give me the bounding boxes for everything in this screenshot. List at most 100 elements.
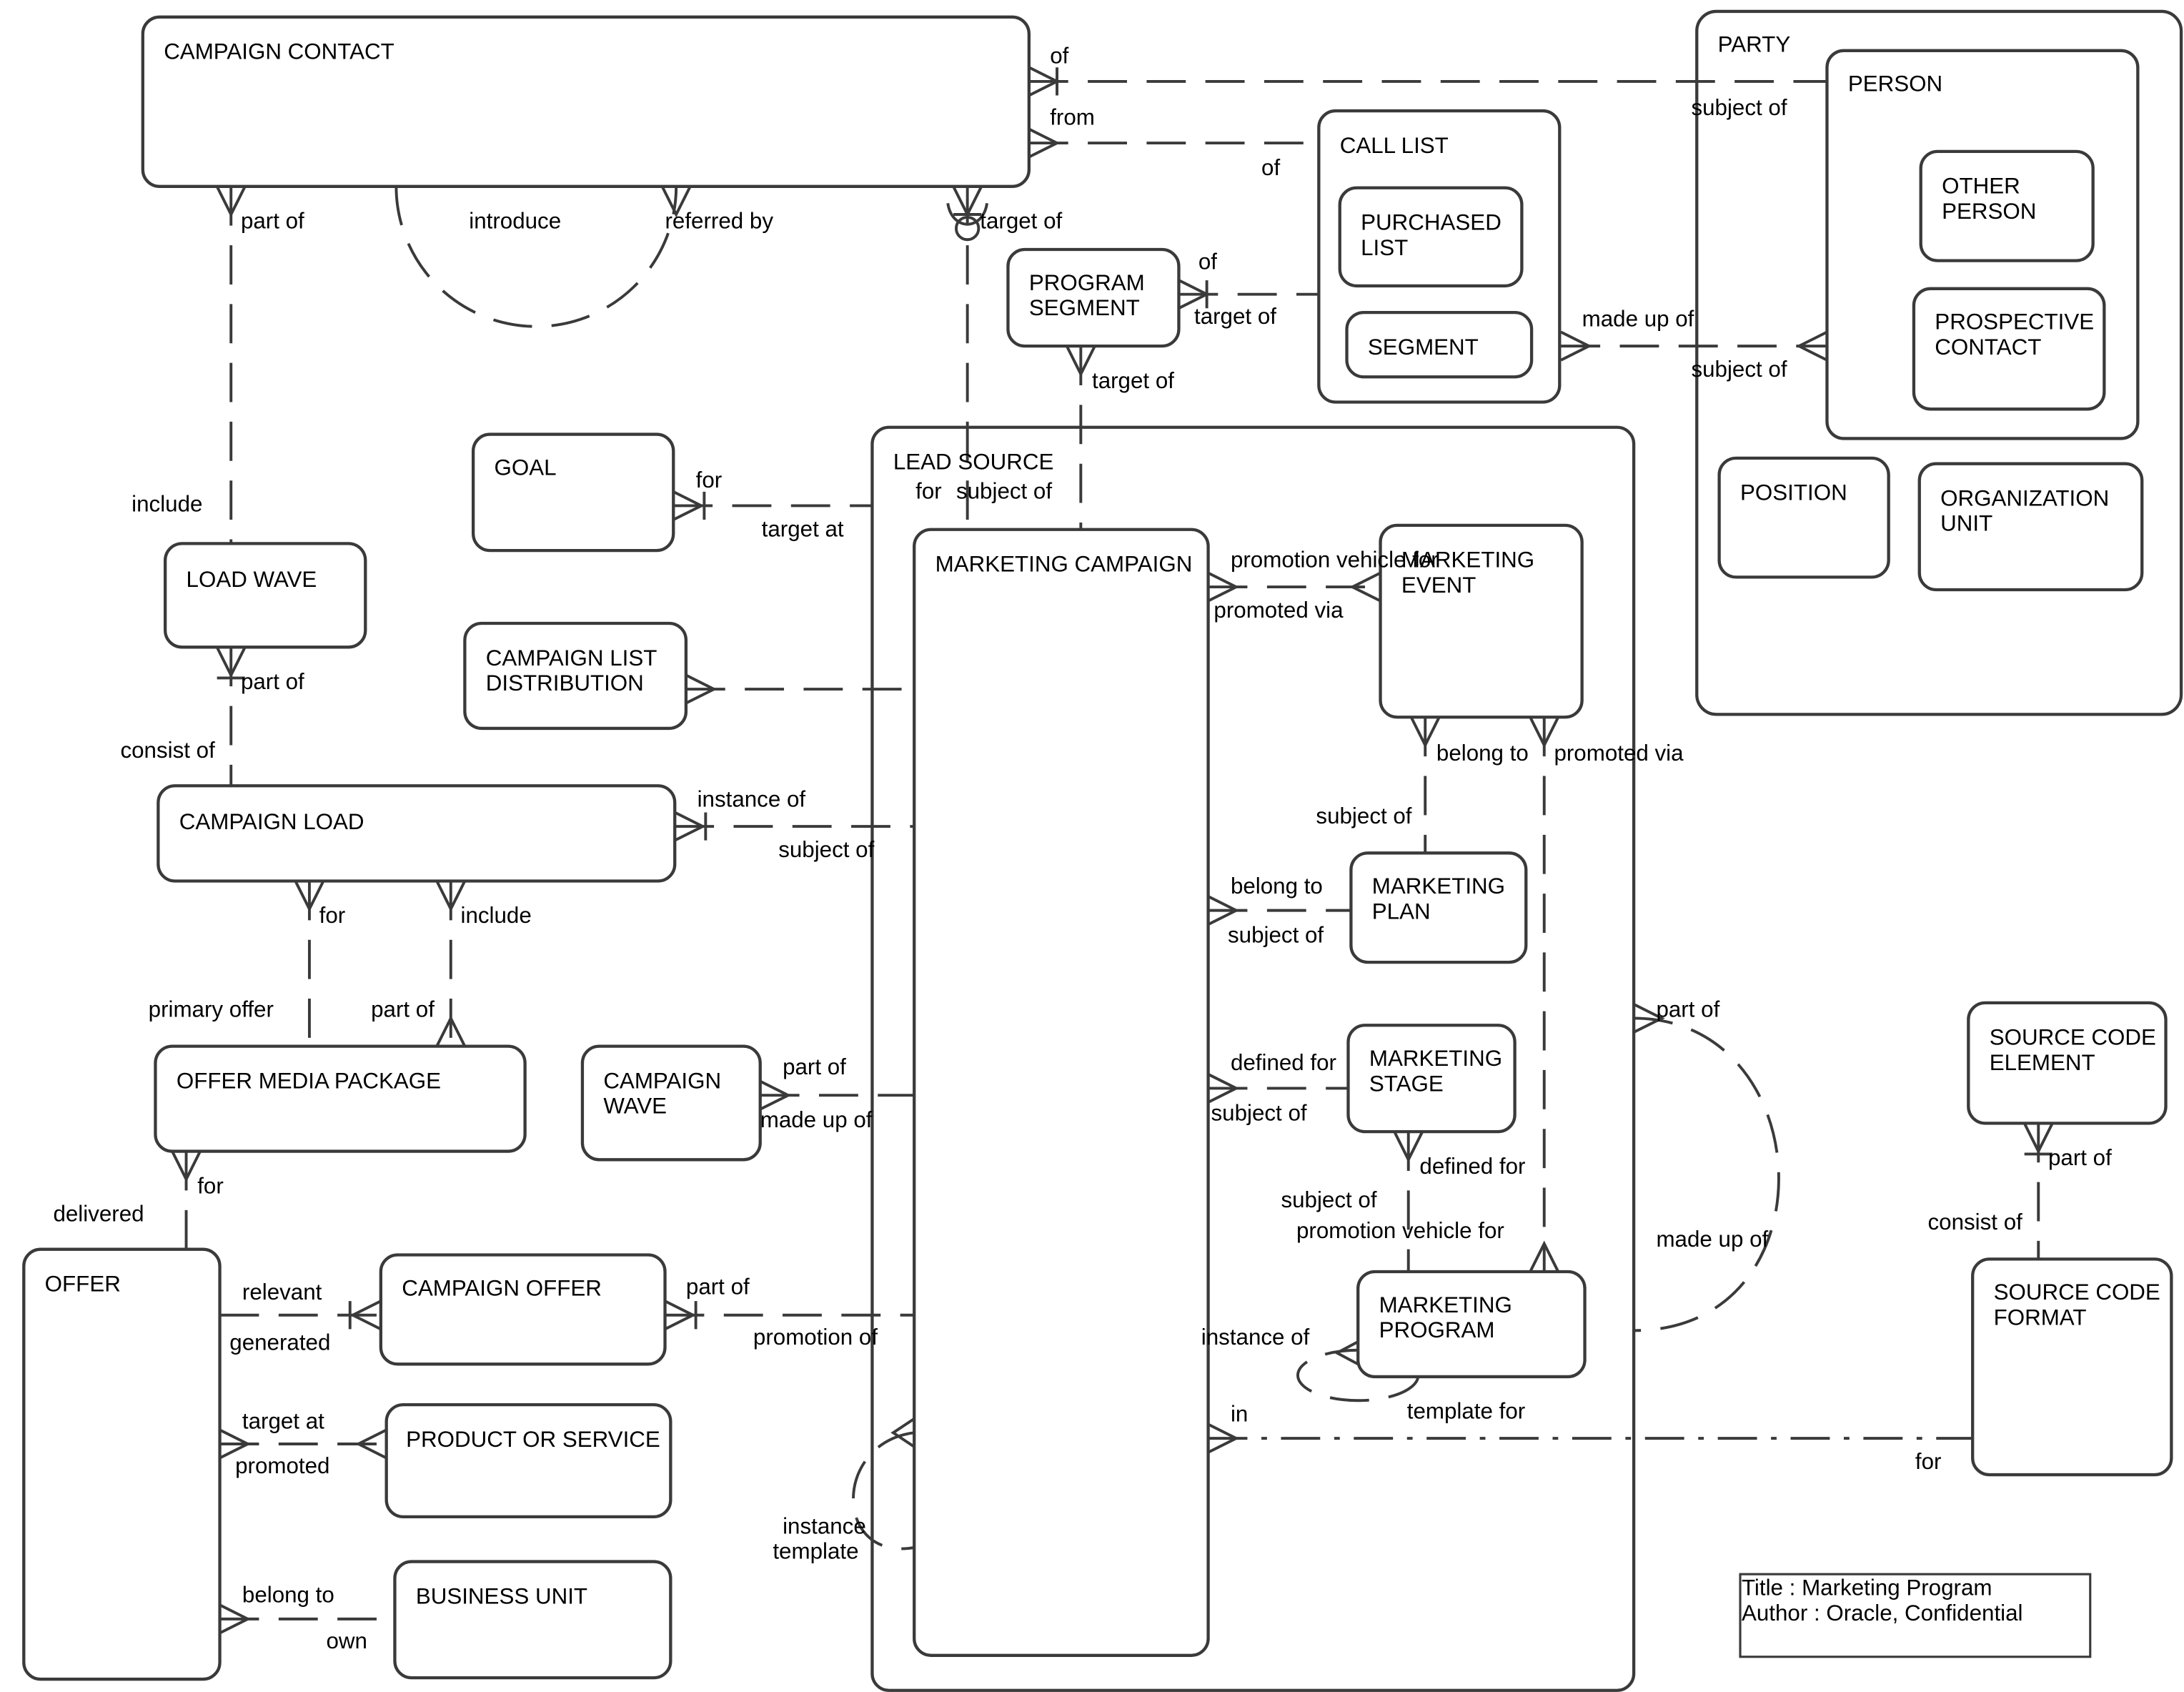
rel-label: part of bbox=[241, 209, 304, 234]
entity-marketing-event[interactable]: MARKETING EVENT bbox=[1379, 523, 1584, 719]
entity-lead-source[interactable]: LEAD SOURCE bbox=[870, 425, 1636, 1692]
rel-label: made up of bbox=[1582, 307, 1694, 332]
entity-marketing-stage[interactable]: MARKETING STAGE bbox=[1346, 1024, 1517, 1134]
entity-business-unit[interactable]: BUSINESS UNIT bbox=[393, 1560, 672, 1680]
rel-label: defined for bbox=[1231, 1050, 1336, 1075]
entity-label: PRODUCT OR SERVICE bbox=[406, 1427, 660, 1452]
entity-purchased-list[interactable]: PURCHASED LIST bbox=[1338, 186, 1524, 288]
rel-label: subject of bbox=[956, 479, 1052, 504]
rel-label: belong to bbox=[1436, 741, 1529, 766]
entity-marketing-program[interactable]: MARKETING PROGRAM bbox=[1356, 1270, 1587, 1379]
rel-label: part of bbox=[1656, 996, 1719, 1021]
entity-label-line-2: EVENT bbox=[1401, 573, 1476, 598]
entity-program-segment[interactable]: PROGRAM SEGMENT bbox=[1006, 247, 1181, 348]
rel-label: promotion vehicle for bbox=[1296, 1218, 1504, 1243]
rel-label: subject of bbox=[1691, 95, 1787, 120]
rel-label: part of bbox=[783, 1054, 846, 1079]
rel-label: belong to bbox=[242, 1582, 334, 1607]
rel-label: part of bbox=[2048, 1145, 2112, 1170]
entity-label-line-1: PROGRAM bbox=[1029, 270, 1145, 295]
rel-label: subject of bbox=[1316, 803, 1411, 828]
entity-label-line-1: CAMPAIGN bbox=[603, 1068, 721, 1093]
rel-label: for bbox=[915, 479, 942, 504]
entity-label: OFFER MEDIA PACKAGE bbox=[177, 1068, 441, 1093]
entity-other-person[interactable]: OTHER PERSON bbox=[1919, 149, 2095, 262]
rel-label: promotion vehicle for bbox=[1231, 548, 1439, 573]
rel-label: subject of bbox=[778, 837, 874, 862]
rel-label: for bbox=[197, 1173, 224, 1198]
entity-label-line-2: DISTRIBUTION bbox=[486, 671, 644, 696]
entity-label-line-2: STAGE bbox=[1369, 1071, 1444, 1096]
entity-party[interactable]: PARTY bbox=[1695, 9, 2183, 716]
rel-label: defined for bbox=[1419, 1154, 1525, 1179]
entity-label: OFFER bbox=[45, 1271, 121, 1296]
entity-campaign-load[interactable]: CAMPAIGN LOAD bbox=[157, 784, 677, 883]
rel-label: part of bbox=[371, 996, 435, 1021]
diagram-author: Author : Oracle, Confidential bbox=[1742, 1601, 2023, 1626]
rel-label: referred by bbox=[665, 209, 774, 234]
entity-marketing-plan[interactable]: MARKETING PLAN bbox=[1349, 851, 1528, 964]
entity-label-line-2: WAVE bbox=[603, 1094, 667, 1119]
rel-label: from bbox=[1050, 105, 1095, 130]
rel-label: subject of bbox=[1691, 357, 1787, 382]
rel-label: subject of bbox=[1228, 923, 1324, 948]
entity-label-line-2: SEGMENT bbox=[1029, 295, 1140, 320]
entity-source-code-format[interactable]: SOURCE CODE FORMAT bbox=[1971, 1257, 2173, 1477]
rel-label: for bbox=[319, 903, 346, 928]
entity-offer[interactable]: OFFER bbox=[22, 1247, 222, 1681]
entity-campaign-contact[interactable]: CAMPAIGN CONTACT bbox=[141, 15, 1031, 188]
rel-label: made up of bbox=[1656, 1227, 1768, 1252]
entity-label-line-1: MARKETING bbox=[1372, 874, 1505, 899]
rel-label: in bbox=[1231, 1402, 1248, 1427]
entity-label-line-1: PROSPECTIVE bbox=[1935, 310, 2094, 335]
rel-label: own bbox=[326, 1628, 367, 1653]
title-block: Title : Marketing Program Author : Oracl… bbox=[1739, 1573, 2092, 1658]
rel-label: subject of bbox=[1281, 1187, 1376, 1212]
entity-marketing-campaign[interactable]: MARKETING CAMPAIGN bbox=[913, 528, 1210, 1657]
entity-label: GOAL bbox=[495, 455, 557, 480]
entity-campaign-list-distribution[interactable]: CAMPAIGN LIST DISTRIBUTION bbox=[463, 621, 688, 731]
entity-goal[interactable]: GOAL bbox=[471, 432, 675, 553]
rel-label: part of bbox=[241, 669, 304, 694]
entity-label-line-1: MARKETING bbox=[1369, 1046, 1502, 1071]
rel-label: instance bbox=[783, 1513, 866, 1538]
entity-campaign-offer[interactable]: CAMPAIGN OFFER bbox=[379, 1253, 667, 1366]
entity-label-line-2: FORMAT bbox=[1994, 1305, 2087, 1330]
relationship-lines bbox=[184, 79, 2040, 1621]
entity-label: PARTY bbox=[1718, 32, 1791, 57]
entity-label-line-1: PURCHASED bbox=[1361, 210, 1502, 235]
rel-label: template for bbox=[1407, 1399, 1525, 1424]
rel-label: instance of bbox=[698, 787, 806, 812]
rel-label: relevant bbox=[242, 1280, 322, 1305]
entity-label: SEGMENT bbox=[1368, 335, 1479, 360]
entity-label-line-2: PERSON bbox=[1942, 199, 2036, 224]
entity-prospective-contact[interactable]: PROSPECTIVE CONTACT bbox=[1912, 287, 2106, 411]
rel-label: include bbox=[461, 903, 532, 928]
rel-label: of bbox=[1198, 249, 1217, 274]
entity-label: CAMPAIGN CONTACT bbox=[164, 39, 394, 64]
entity-load-wave[interactable]: LOAD WAVE bbox=[164, 542, 367, 649]
rel-label: promoted via bbox=[1213, 598, 1344, 623]
rel-label: delivered bbox=[53, 1202, 144, 1227]
entity-label: BUSINESS UNIT bbox=[416, 1583, 587, 1608]
rel-label: belong to bbox=[1231, 874, 1323, 899]
entity-label-line-1: MARKETING bbox=[1379, 1292, 1512, 1317]
entity-label-line-1: MARKETING bbox=[1401, 548, 1534, 573]
entity-label-line-2: UNIT bbox=[1940, 511, 1992, 536]
rel-label: promoted bbox=[235, 1453, 329, 1478]
rel-label: promoted via bbox=[1554, 741, 1684, 766]
entity-campaign-wave[interactable]: CAMPAIGN WAVE bbox=[580, 1044, 762, 1162]
entity-source-code-element[interactable]: SOURCE CODE ELEMENT bbox=[1967, 1001, 2168, 1125]
relationship-labels: of from of subject of part of introduce … bbox=[53, 43, 2112, 1653]
rel-label: target of bbox=[1194, 304, 1276, 329]
entity-position[interactable]: POSITION bbox=[1717, 456, 1890, 579]
rel-label: instance of bbox=[1201, 1325, 1310, 1350]
entity-product-or-service[interactable]: PRODUCT OR SERVICE bbox=[384, 1402, 672, 1519]
rel-label: target of bbox=[980, 209, 1062, 234]
entity-organization-unit[interactable]: ORGANIZATION UNIT bbox=[1917, 462, 2144, 592]
entity-offer-media-package[interactable]: OFFER MEDIA PACKAGE bbox=[154, 1044, 527, 1153]
rel-label: for bbox=[1915, 1449, 1942, 1474]
rel-label: part of bbox=[686, 1274, 750, 1299]
entity-segment[interactable]: SEGMENT bbox=[1345, 310, 1534, 379]
